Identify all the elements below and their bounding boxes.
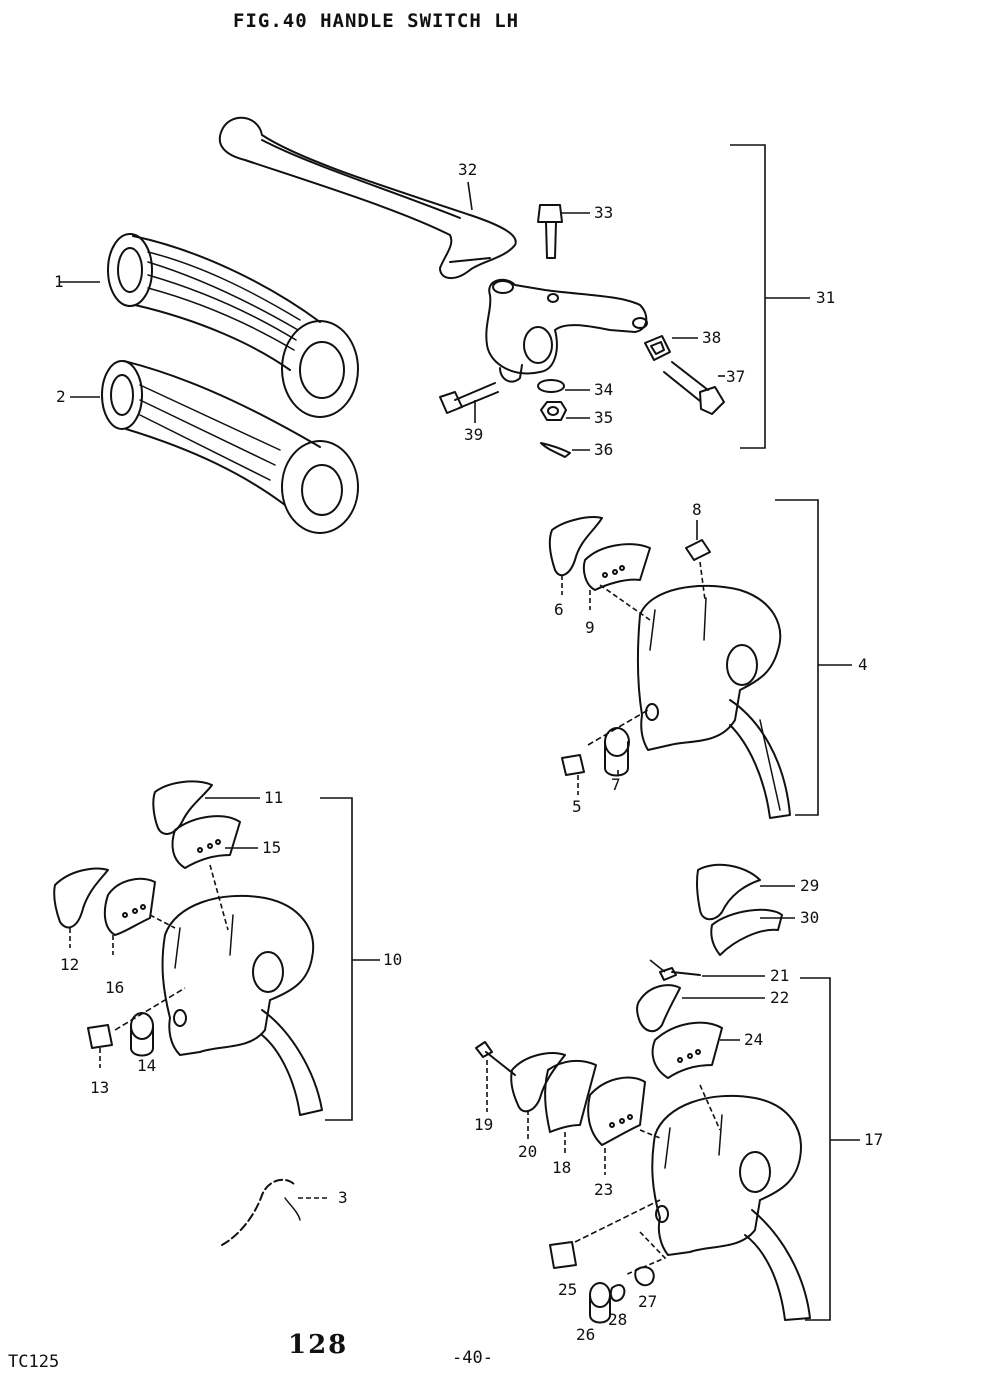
part-label-11: 11: [264, 788, 284, 807]
part-label-7: 7: [611, 775, 621, 794]
part-label-32: 32: [458, 160, 478, 179]
switch-knob-part-29: [695, 863, 761, 921]
part-label-2: 2: [56, 387, 66, 406]
part-label-4: 4: [858, 655, 868, 674]
page-number: 128: [288, 1330, 349, 1360]
part-label-5: 5: [572, 797, 582, 816]
switch-plate-part-9: [582, 543, 651, 591]
spring-part-8: [685, 539, 711, 561]
part-label-9: 9: [585, 618, 595, 637]
switch-plate-part-16: [103, 877, 156, 936]
nut-part-35: [540, 401, 567, 421]
screw-part-19: [475, 1041, 516, 1076]
part-label-13: 13: [90, 1078, 110, 1097]
bulb-part-7: [604, 727, 630, 777]
figure-title: FIG.40 HANDLE SWITCH LH: [233, 10, 520, 32]
clutch-lever-part-32: [218, 116, 517, 279]
part-label-39: 39: [464, 425, 484, 444]
part-label-29: 29: [800, 876, 820, 895]
switch-plate-part-23: [587, 1076, 646, 1146]
bolt-part-39: [439, 382, 499, 414]
section-number: -40-: [452, 1348, 493, 1368]
screw-part-21: [659, 967, 701, 981]
part-label-31: 31: [816, 288, 836, 307]
bulb-part-26: [589, 1282, 611, 1324]
cotter-pin-part-36: [540, 442, 571, 458]
part-label-25: 25: [558, 1280, 578, 1299]
part-label-34: 34: [594, 380, 614, 399]
switch-knob-part-11: [152, 780, 213, 835]
part-label-28: 28: [608, 1310, 628, 1329]
part-label-37: 37: [726, 367, 746, 386]
model-code: TC125: [8, 1352, 60, 1372]
part-label-6: 6: [554, 600, 564, 619]
washer-part-34: [537, 379, 565, 393]
part-label-27: 27: [638, 1292, 658, 1311]
switch-knob-part-22: [636, 984, 681, 1033]
part-label-20: 20: [518, 1142, 538, 1161]
part-label-33: 33: [594, 203, 614, 222]
part-label-12: 12: [60, 955, 80, 974]
switch-knob-part-12: [53, 867, 109, 929]
knob-part-25: [549, 1241, 577, 1269]
switch-housing-part-10: [161, 894, 323, 1116]
part-label-38: 38: [702, 328, 722, 347]
part-label-36: 36: [594, 440, 614, 459]
lever-holder-part-31: [485, 278, 648, 383]
part-label-14: 14: [137, 1056, 157, 1075]
cover-part-18: [544, 1059, 597, 1133]
part-label-3: 3: [338, 1188, 348, 1207]
grip-part-2: [101, 360, 359, 534]
part-label-10: 10: [383, 950, 403, 969]
grip-part-1: [107, 233, 359, 418]
socket-part-28: [609, 1284, 626, 1302]
switch-knob-part-20: [510, 1052, 566, 1113]
switch-knob-part-6: [548, 516, 603, 577]
part-label-1: 1: [54, 272, 64, 291]
cable-part-3: [221, 1178, 301, 1246]
pin-part-33: [537, 204, 563, 259]
part-label-23: 23: [594, 1180, 614, 1199]
leader-lines: [60, 144, 860, 1321]
bush-part-38: [644, 335, 671, 361]
part-label-15: 15: [262, 838, 282, 857]
switch-plate-part-15: [171, 815, 241, 869]
part-label-22: 22: [770, 988, 790, 1007]
part-label-24: 24: [744, 1030, 764, 1049]
part-label-35: 35: [594, 408, 614, 427]
knob-part-5: [561, 754, 585, 776]
part-label-30: 30: [800, 908, 820, 927]
switch-housing-part-17: [651, 1094, 811, 1321]
part-label-19: 19: [474, 1115, 494, 1134]
bolt-part-37: [663, 361, 725, 415]
part-label-18: 18: [552, 1158, 572, 1177]
bulb-part-14: [130, 1012, 154, 1057]
switch-plate-part-24: [651, 1021, 723, 1079]
switch-housing-part-4: [636, 584, 791, 819]
part-label-26: 26: [576, 1325, 596, 1344]
part-label-17: 17: [864, 1130, 884, 1149]
knob-part-13: [87, 1024, 113, 1049]
part-label-21: 21: [770, 966, 790, 985]
socket-part-27: [634, 1266, 655, 1287]
part-label-8: 8: [692, 500, 702, 519]
part-label-16: 16: [105, 978, 125, 997]
cover-part-30: [710, 908, 783, 956]
